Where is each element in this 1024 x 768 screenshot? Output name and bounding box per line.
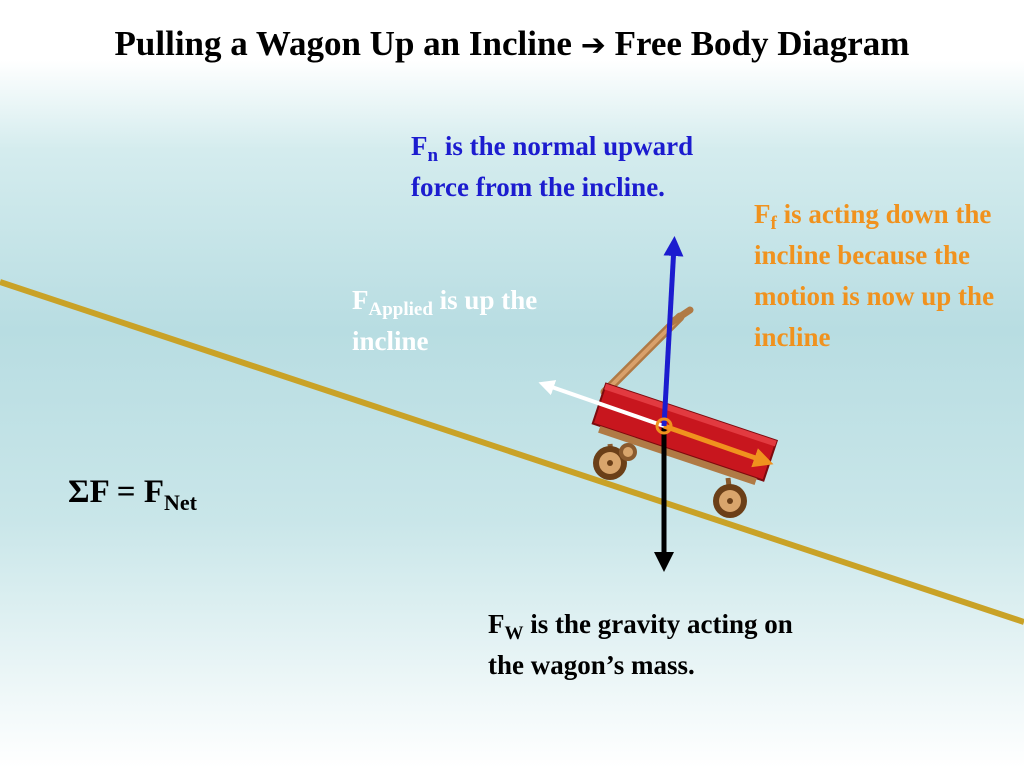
friction-force-label: Ff is acting down the incline because th… — [754, 194, 1019, 358]
title-part2: Free Body Diagram — [614, 24, 910, 63]
wagon-wheel-rear-back — [619, 443, 637, 461]
normal-force-symbol: F — [411, 131, 428, 161]
wagon-wheel-rear — [593, 446, 627, 480]
right-arrow-icon: ➔ — [580, 28, 606, 63]
normal-force-label: Fn is the normal upward force from the i… — [411, 126, 711, 208]
slide-title: Pulling a Wagon Up an Incline ➔ Free Bod… — [0, 24, 1024, 64]
applied-force-symbol: F — [352, 285, 369, 315]
equation-subscript: Net — [163, 490, 197, 515]
friction-force-subscript: f — [770, 213, 777, 234]
incline-line — [0, 279, 1024, 625]
normal-force-text: is the normal upward force from the incl… — [411, 131, 694, 202]
weight-force-symbol: F — [488, 609, 505, 639]
weight-force-subscript: W — [504, 623, 524, 644]
wagon-handle — [600, 306, 694, 397]
friction-force-text: is acting down the incline because the m… — [754, 199, 995, 352]
net-force-equation: ΣF = FNet — [68, 474, 197, 514]
applied-force-subscript: Applied — [368, 299, 433, 320]
center-of-mass-dot — [655, 417, 673, 435]
equation-lhs: ΣF = F — [68, 474, 164, 510]
wagon-wheel-front — [713, 484, 747, 518]
friction-force-arrow — [663, 423, 774, 468]
weight-force-label: FW is the gravity acting on the wagon’s … — [488, 604, 818, 686]
weight-force-text: is the gravity acting on the wagon’s mas… — [488, 609, 793, 680]
normal-force-arrow — [661, 236, 684, 427]
normal-force-subscript: n — [427, 145, 439, 166]
title-part1: Pulling a Wagon Up an Incline — [114, 24, 572, 63]
applied-force-text: is up the incline — [352, 285, 538, 356]
applied-force-label: FApplied is up the incline — [352, 280, 552, 362]
friction-force-symbol: F — [754, 199, 771, 229]
applied-force-arrow — [538, 380, 665, 428]
